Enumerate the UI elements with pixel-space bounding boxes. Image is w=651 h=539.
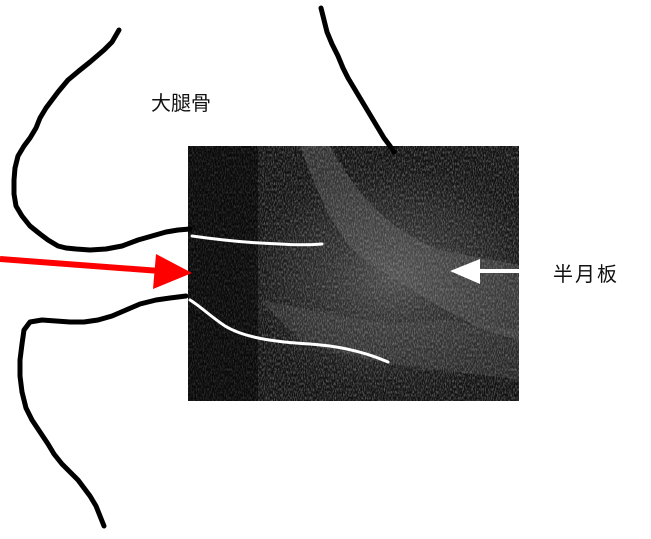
red-arrow-head: [153, 254, 192, 289]
femur-outline: [14, 30, 190, 250]
red-arrow-shaft: [0, 259, 160, 271]
femur-label: 大腿骨: [151, 93, 211, 113]
meniscus-label: 半月板: [553, 264, 619, 284]
upper-bone-outline: [321, 8, 394, 152]
ultrasound-dark-left: [188, 146, 258, 401]
red-arrow-icon: [0, 254, 192, 289]
tibia-outline: [20, 296, 186, 526]
